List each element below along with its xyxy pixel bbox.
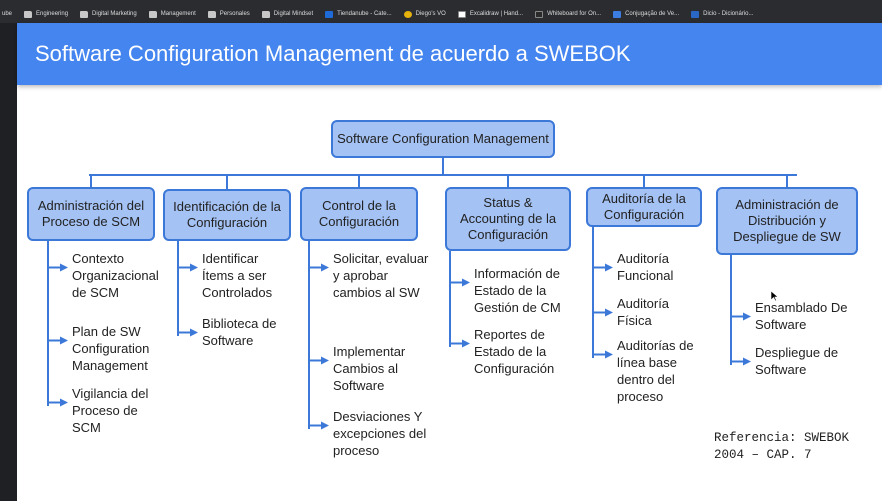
leaf-item: Contexto Organizacional de SCM xyxy=(72,251,159,300)
bookmark-item[interactable]: Digital Mindset xyxy=(261,10,314,18)
conjugacao-icon xyxy=(613,10,622,18)
bookmark-item[interactable]: Engineering xyxy=(24,10,69,18)
reference-note: Referencia: SWEBOK 2004 – CAP. 7 xyxy=(714,431,850,462)
diagram-connectors xyxy=(47,158,797,430)
diego-icon xyxy=(403,10,412,18)
branch-node: Status & Accounting de la Configuración xyxy=(445,187,571,251)
bookmark-label: ube xyxy=(2,11,13,17)
bookmark-label: Excalidraw | Hand... xyxy=(469,11,524,17)
bookmark-label: Conjugação de Ve... xyxy=(625,11,680,17)
bookmark-label: Management xyxy=(160,11,196,17)
bookmark-item[interactable]: Conjugação de Ve... xyxy=(613,10,680,18)
folder-icon xyxy=(207,10,216,18)
leaf-item: Información de Estado de la Gestión de C… xyxy=(474,266,561,315)
folder-icon xyxy=(24,10,33,18)
folder-icon xyxy=(148,10,157,18)
branch-node: Control de la Configuración xyxy=(300,187,418,241)
bookmark-label: Dicio - Dicionário... xyxy=(703,11,754,17)
leaf-item: Auditorías de línea base dentro del proc… xyxy=(617,338,694,404)
bookmark-item[interactable]: Digital Marketing xyxy=(80,10,137,18)
bookmark-item[interactable]: Diego's VO xyxy=(403,10,446,18)
leaf-item: Auditoría Física xyxy=(617,296,670,328)
branch-node: Administración de Distribución y Desplie… xyxy=(716,187,858,255)
whiteboard-icon xyxy=(535,10,544,18)
branch-node: Auditoría de la Configuración xyxy=(586,187,702,227)
mouse-cursor-icon xyxy=(771,291,779,301)
bookmark-label: Personales xyxy=(219,11,250,17)
folder-icon xyxy=(261,10,270,18)
bookmark-label: Diego's VO xyxy=(415,11,446,17)
excalidraw-icon xyxy=(457,10,466,18)
bookmark-label: Digital Marketing xyxy=(92,11,137,17)
bookmark-label: Tiendanube - Cate... xyxy=(337,11,392,17)
leaf-item: Despliegue de Software xyxy=(755,345,839,377)
bookmark-item[interactable]: Tiendanube - Cate... xyxy=(325,10,392,18)
folder-icon xyxy=(80,10,89,18)
bookmark-item[interactable]: ube xyxy=(2,11,12,17)
leaf-item: Identificar Ítems a ser Controlados xyxy=(202,251,273,300)
branch-node: Administración del Proceso de SCM xyxy=(27,187,155,241)
leaf-item: Reportes de Estado de la Configuración xyxy=(474,327,555,376)
leaf-item: Implementar Cambios al Software xyxy=(333,344,406,393)
leaf-item: Auditoría Funcional xyxy=(617,251,674,283)
slide-title: Software Configuration Management de acu… xyxy=(35,41,631,66)
leaf-item: Ensamblado De Software xyxy=(755,300,848,332)
leaf-item: Vigilancia del Proceso de SCM xyxy=(72,386,149,435)
bookmark-label: Engineering xyxy=(36,11,69,17)
bookmark-item[interactable]: Management xyxy=(148,10,196,18)
tiendanube-icon xyxy=(325,10,334,18)
root-node: Software Configuration Management xyxy=(331,120,555,158)
bookmark-label: Whiteboard for On... xyxy=(547,11,602,17)
bookmarks-bar: ube Engineering Digital Marketing Managemen… xyxy=(0,5,882,23)
bookmark-item[interactable]: Personales xyxy=(207,10,250,18)
bookmark-item[interactable]: Excalidraw | Hand... xyxy=(457,10,524,18)
address-bar-strip xyxy=(0,0,882,5)
bookmark-label: Digital Mindset xyxy=(273,11,314,17)
leaf-item: Desviaciones Y excepciones del proceso xyxy=(333,409,427,458)
branch-node: Identificación de la Configuración xyxy=(163,189,291,241)
dicio-icon xyxy=(691,10,700,18)
leaf-item: Solicitar, evaluar y aprobar cambios al … xyxy=(333,251,429,300)
leaf-item: Plan de SW Configuration Management xyxy=(72,324,150,373)
leaf-item: Biblioteca de Software xyxy=(202,316,277,348)
bookmark-item[interactable]: Dicio - Dicionário... xyxy=(691,10,754,18)
slide-title-bar: Software Configuration Management de acu… xyxy=(17,23,882,85)
slide: Software Configuration Management de acu… xyxy=(17,23,882,501)
bookmark-item[interactable]: Whiteboard for On... xyxy=(535,10,602,18)
